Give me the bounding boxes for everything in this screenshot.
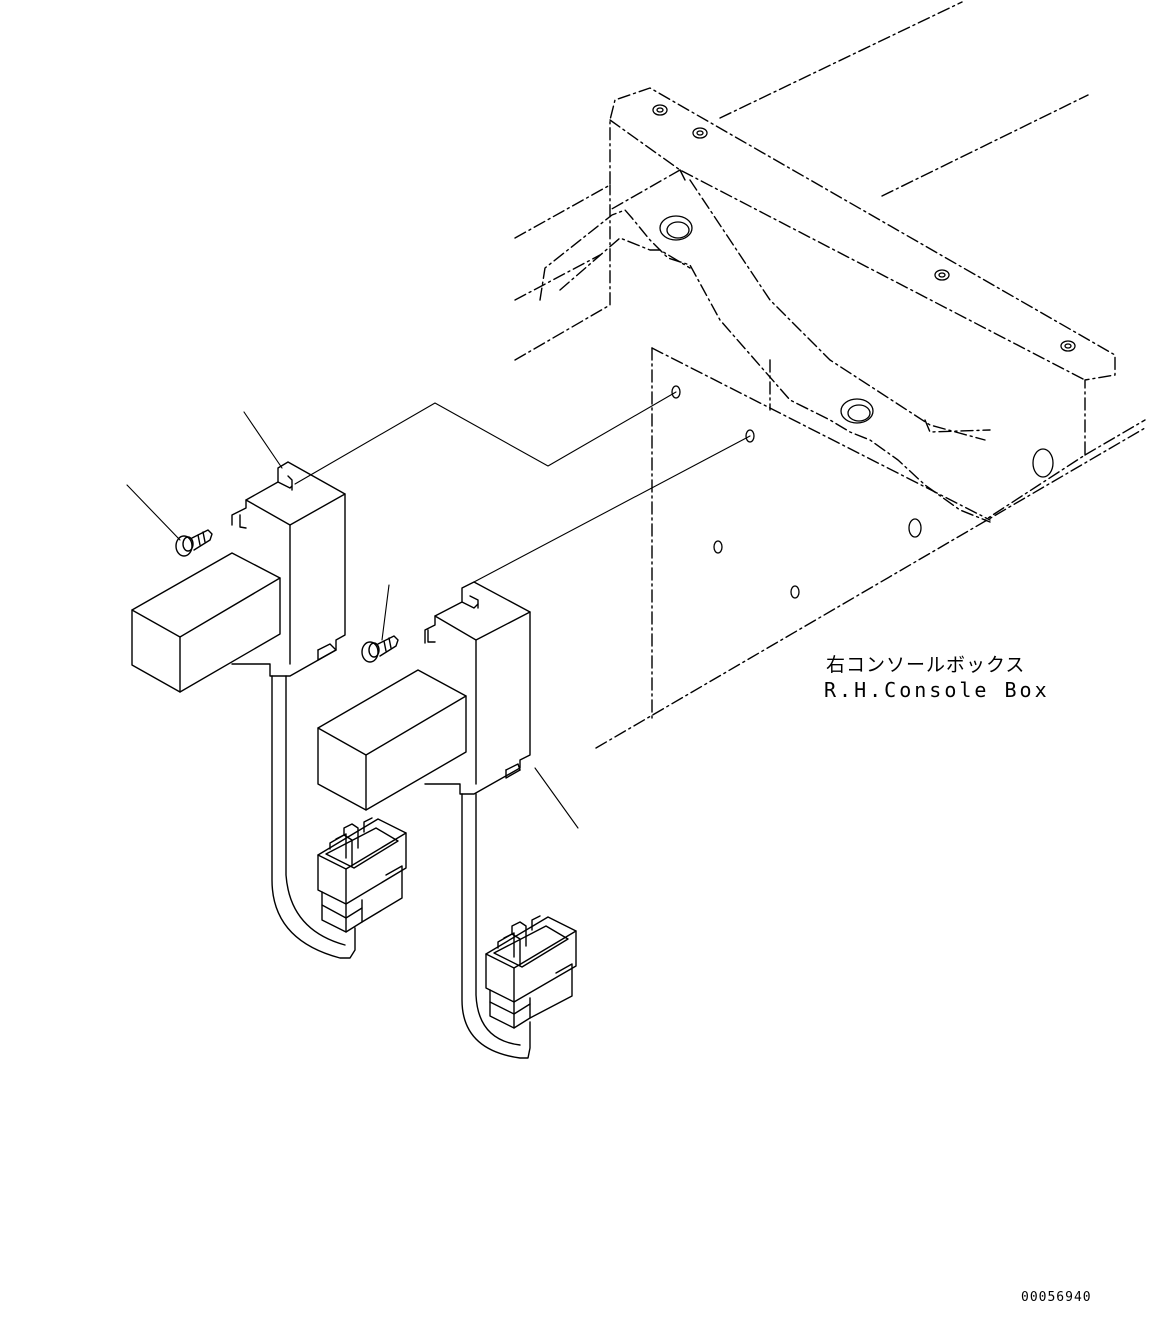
console-box-outline	[514, 1, 1146, 749]
relay-assembly-1	[131, 461, 356, 959]
console-mounting-holes	[652, 104, 1076, 599]
screw-2	[361, 635, 399, 663]
connector-2	[485, 915, 577, 1029]
console-box-label-en: R.H.Console Box	[824, 678, 1050, 702]
drawing-number: 00056940	[1021, 1290, 1092, 1305]
console-box-label-jp: 右コンソールボックス	[826, 654, 1026, 676]
screw-1	[175, 529, 213, 557]
leader-lines	[126, 391, 751, 829]
connector-1	[317, 817, 407, 933]
relay-assembly-2	[317, 581, 531, 1059]
